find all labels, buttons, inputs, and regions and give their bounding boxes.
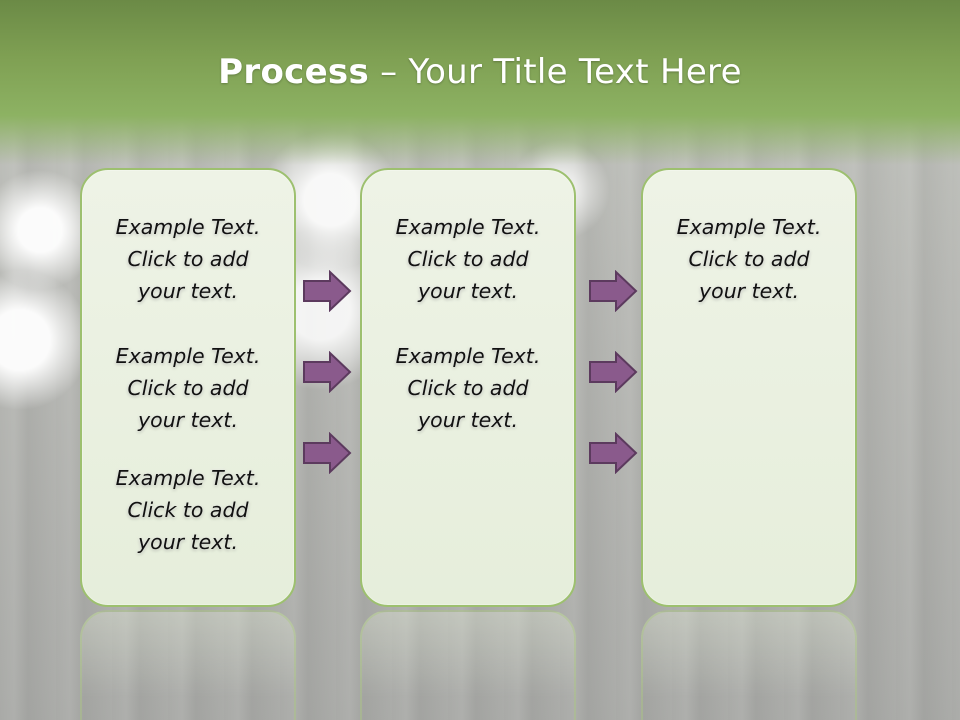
right-arrow-icon[interactable] — [588, 270, 638, 312]
right-arrow-icon[interactable] — [302, 270, 352, 312]
process-box-1-reflection — [80, 610, 296, 720]
process-box-2[interactable] — [360, 168, 576, 607]
text-block-2-1[interactable]: Example Text. Click to add your text. — [395, 215, 541, 303]
process-box-3[interactable] — [641, 168, 857, 607]
right-arrow-icon[interactable] — [302, 432, 352, 474]
slide-title[interactable]: Process – Your Title Text Here — [0, 52, 960, 92]
right-arrow-icon[interactable] — [302, 351, 352, 393]
text-block-1-3[interactable]: Example Text. Click to add your text. — [115, 466, 261, 554]
right-arrow-icon[interactable] — [588, 351, 638, 393]
process-box-3-reflection — [641, 610, 857, 720]
text-block-2-2[interactable]: Example Text. Click to add your text. — [395, 344, 541, 432]
title-rest: – Your Title Text Here — [369, 52, 742, 92]
process-box-1[interactable] — [80, 168, 296, 607]
process-box-2-reflection — [360, 610, 576, 720]
text-block-3-1[interactable]: Example Text. Click to add your text. — [676, 215, 822, 303]
title-bold: Process — [218, 52, 370, 92]
text-block-1-1[interactable]: Example Text. Click to add your text. — [115, 215, 261, 303]
right-arrow-icon[interactable] — [588, 432, 638, 474]
text-block-1-2[interactable]: Example Text. Click to add your text. — [115, 344, 261, 432]
title-bar — [0, 0, 960, 165]
